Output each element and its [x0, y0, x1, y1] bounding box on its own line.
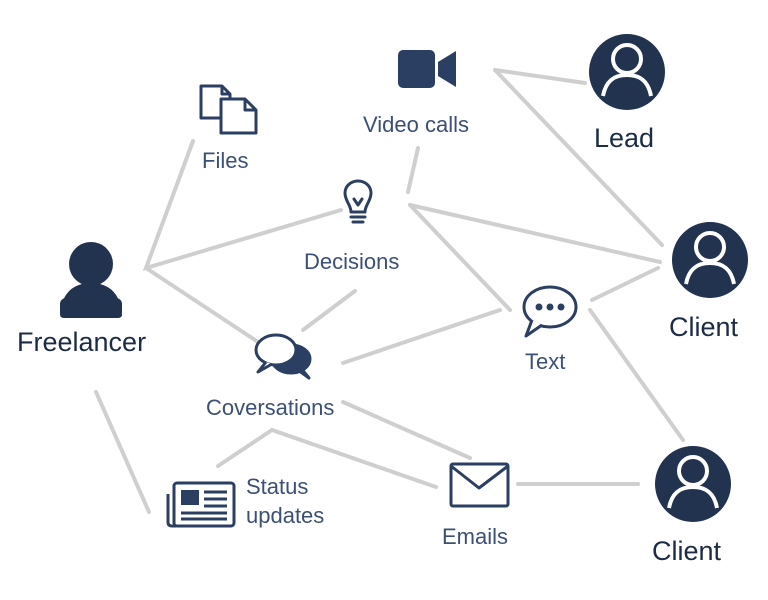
client-bottom-label: Client — [652, 536, 722, 566]
files-icon — [199, 84, 258, 135]
conversations-label: Coversations — [206, 395, 335, 420]
connector-text-client-bottom — [588, 308, 685, 442]
speech-bubble-icon — [522, 285, 578, 338]
freelancer-label: Freelancer — [17, 327, 147, 357]
emails-label: Emails — [442, 524, 509, 549]
connector-video-decisions — [406, 146, 420, 194]
lead-label: Lead — [594, 123, 655, 153]
connector-freelancer-status — [94, 390, 151, 514]
connector-video-client — [493, 68, 664, 247]
connector-conversations-emails — [341, 400, 472, 460]
lead-avatar-icon — [589, 34, 665, 110]
connector-freelancer-conversations — [144, 266, 260, 344]
connector-decisions-conversations — [301, 289, 357, 332]
text-label: Text — [525, 349, 566, 374]
connector-status-emails — [216, 427, 438, 489]
connector-video-lead — [493, 68, 587, 85]
client-top-avatar-icon — [672, 222, 748, 298]
files-label: Files — [202, 148, 249, 173]
decisions-label: Decisions — [304, 249, 400, 274]
status-updates-label-line2: updates — [246, 503, 325, 528]
connector-decisions-client — [408, 203, 662, 264]
connector-decisions-text — [408, 203, 512, 312]
status-updates-label-line1: Status — [246, 474, 309, 499]
connector-text-client — [590, 266, 660, 302]
video-camera-icon — [398, 50, 456, 88]
video-calls-label: Video calls — [363, 112, 469, 137]
client-top-label: Client — [669, 312, 739, 342]
client-bottom-avatar-icon — [655, 446, 731, 522]
newspaper-icon — [166, 481, 236, 528]
connector-text-conversations — [341, 308, 502, 365]
connector-lines — [94, 68, 685, 514]
envelope-icon — [449, 462, 510, 508]
person-icon — [60, 242, 122, 318]
chat-bubbles-icon — [254, 333, 312, 380]
lightbulb-icon — [343, 179, 373, 224]
